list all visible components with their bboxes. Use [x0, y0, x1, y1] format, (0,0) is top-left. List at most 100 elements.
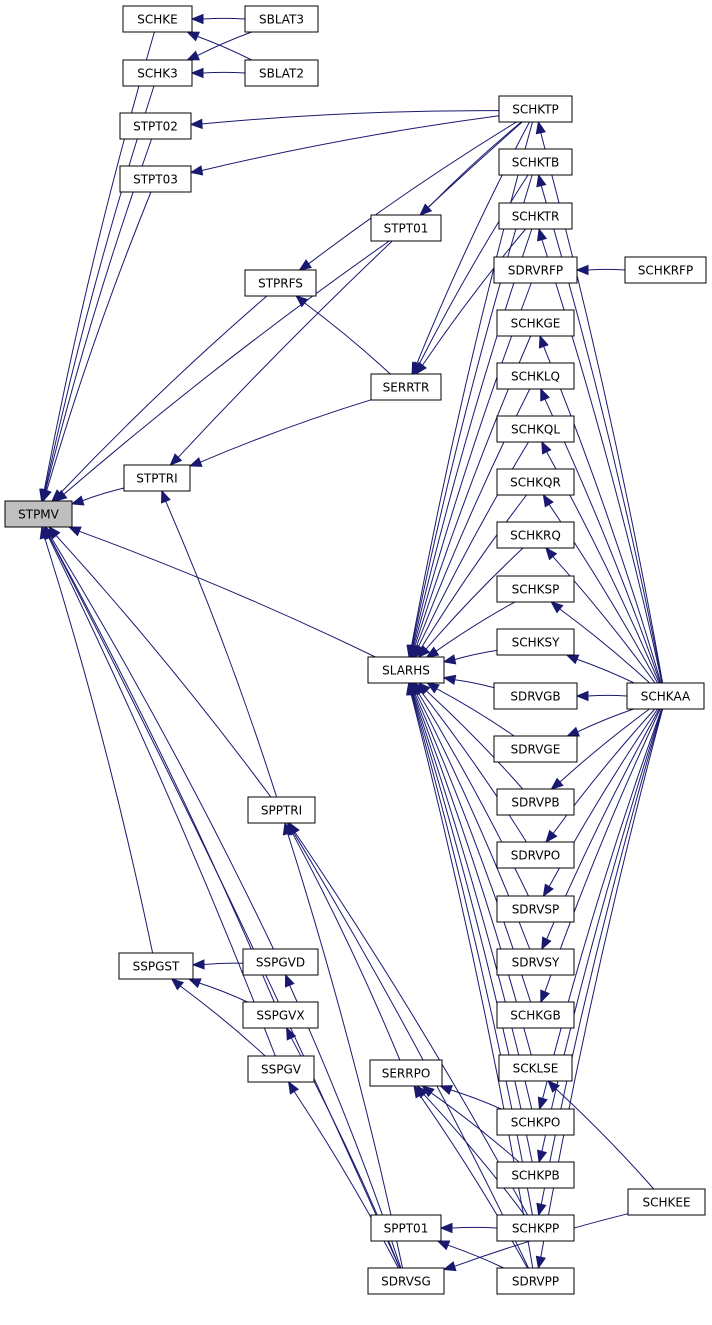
node-schktr[interactable]: SCHKTR [498, 202, 573, 230]
edge-schkaa-to-schktr [536, 227, 663, 684]
node-label: SDRVPB [511, 796, 559, 810]
node-schkrq[interactable]: SCHKRQ [496, 521, 575, 549]
node-box [496, 1108, 575, 1136]
edge-line [304, 302, 391, 375]
node-sdrvge[interactable]: SDRVGE [493, 735, 578, 763]
node-sdrvrfp[interactable]: SDRVRFP [493, 256, 578, 284]
edge-line [559, 708, 650, 783]
edge-line [454, 679, 495, 689]
node-box [496, 415, 575, 443]
edge-schkee-to-sclkse [547, 1080, 655, 1190]
node-slarhs[interactable]: SLARHS [367, 656, 445, 684]
edge-line [199, 982, 248, 1003]
edge-line [46, 191, 152, 491]
arrowhead [536, 173, 547, 188]
node-sdrvsy[interactable]: SDRVSY [496, 948, 575, 976]
node-schk3[interactable]: SCHK3 [122, 59, 193, 87]
node-sdrvgb[interactable]: SDRVGB [493, 682, 578, 710]
node-schkgb[interactable]: SCHKGB [496, 1001, 575, 1029]
node-schkee[interactable]: SCHKEE [627, 1188, 706, 1216]
node-schksy[interactable]: SCHKSY [496, 628, 575, 656]
node-schkrfp[interactable]: SCHKRFP [624, 256, 707, 284]
arrowhead [536, 227, 548, 242]
edge-stptri-to-stpmv [70, 487, 125, 506]
node-label: STPT01 [384, 222, 429, 236]
arrowhead [439, 1085, 453, 1095]
arrowhead [565, 654, 580, 665]
node-sspgvd[interactable]: SSPGVD [242, 948, 319, 976]
node-schksp[interactable]: SCHKSP [496, 575, 575, 603]
edge-line [203, 962, 244, 965]
arrowhead [542, 493, 554, 508]
node-label: SDRVSY [512, 956, 560, 970]
node-stpt03[interactable]: STPT03 [119, 165, 192, 193]
node-schke[interactable]: SCHKE [122, 5, 193, 33]
edge-line [542, 708, 663, 1099]
node-label: SCHKPB [511, 1169, 559, 1183]
node-label: SCHKQL [511, 423, 560, 437]
node-box [247, 1055, 315, 1083]
node-sdrvsg[interactable]: SDRVSG [367, 1267, 445, 1295]
node-box [498, 1054, 573, 1082]
edge-sspgvx-to-stpmv [44, 525, 275, 1003]
node-stpmv[interactable]: STPMV [4, 500, 73, 528]
arrowhead [537, 1096, 548, 1111]
edge-schkpp-to-sppt01 [439, 1222, 498, 1234]
node-sdrvpp[interactable]: SDRVPP [496, 1267, 575, 1295]
arrowhead [295, 295, 309, 308]
node-sspgvx[interactable]: SSPGVX [242, 1001, 319, 1029]
edge-line [201, 110, 500, 125]
edge-line [419, 1095, 528, 1269]
node-schkaa[interactable]: SCHKAA [626, 682, 705, 710]
node-box [496, 1267, 575, 1295]
node-sdrvsp[interactable]: SDRVSP [496, 895, 575, 923]
node-serrtr[interactable]: SERRTR [370, 373, 442, 401]
node-schktp[interactable]: SCHKTP [498, 95, 573, 123]
node-sdrvpo[interactable]: SDRVPO [496, 841, 575, 869]
node-box [367, 656, 445, 684]
node-serrpo[interactable]: SERRPO [369, 1059, 443, 1087]
node-sdrvpb[interactable]: SDRVPB [496, 788, 575, 816]
node-stprfs[interactable]: STPRFS [244, 269, 317, 297]
edge-schkpo-to-serrpo [439, 1085, 502, 1110]
node-spptri[interactable]: SPPTRI [247, 796, 316, 824]
arrowhead [541, 936, 552, 951]
node-box [119, 112, 192, 140]
arrowhead [535, 1255, 547, 1270]
edge-schkaa-to-sdrvge [566, 708, 634, 737]
arrowhead [545, 829, 558, 844]
node-box [122, 5, 193, 33]
edge-line [287, 833, 404, 1269]
node-stpt01[interactable]: STPT01 [370, 214, 442, 242]
edge-sblat3-to-schke [190, 13, 246, 25]
arrowhead [542, 883, 554, 898]
node-schkqr[interactable]: SCHKQR [496, 468, 575, 496]
node-schktb[interactable]: SCHKTB [498, 148, 573, 176]
node-schkpb[interactable]: SCHKPB [496, 1161, 575, 1189]
edge-line [202, 17, 246, 20]
node-schkpp[interactable]: SCHKPP [496, 1214, 575, 1242]
node-schklq[interactable]: SCHKLQ [496, 362, 575, 390]
node-sspgst[interactable]: SSPGST [118, 952, 194, 980]
edge-line [454, 649, 498, 660]
node-schkpo[interactable]: SCHKPO [496, 1108, 575, 1136]
node-sblat3[interactable]: SBLAT3 [244, 5, 319, 33]
node-sppt01[interactable]: SPPT01 [370, 1214, 442, 1242]
node-box [244, 5, 319, 33]
edge-line [293, 1091, 399, 1269]
node-stptri[interactable]: STPTRI [123, 464, 191, 492]
node-sclkse[interactable]: SCKLSE [498, 1054, 573, 1082]
node-label: SCHKSY [512, 636, 561, 650]
edge-line [48, 536, 276, 1057]
node-box [496, 788, 575, 816]
node-box [496, 895, 575, 923]
node-schkge[interactable]: SCHKGE [496, 309, 575, 337]
node-sblat2[interactable]: SBLAT2 [244, 59, 319, 87]
node-schkql[interactable]: SCHKQL [496, 415, 575, 443]
node-box [369, 1059, 443, 1087]
node-stpt02[interactable]: STPT02 [119, 112, 192, 140]
edge-spptri-to-stptri [161, 489, 278, 798]
edge-line [294, 832, 529, 1216]
node-sspgv[interactable]: SSPGV [247, 1055, 315, 1083]
arrowhead [541, 440, 552, 455]
